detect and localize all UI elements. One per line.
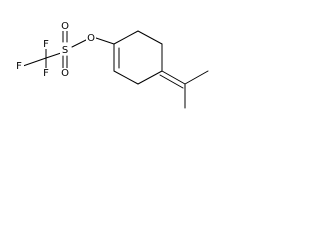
label-bg-f-left [14, 61, 24, 71]
bond-c7-me-up [184, 70, 209, 85]
bond-c4-c5 [137, 70, 163, 85]
label-bg-f-top [41, 39, 51, 49]
bond-c5-c6 [113, 70, 139, 85]
bond-o-c1 [95, 37, 115, 45]
fluorine-bottom-label: F [43, 68, 49, 79]
bond-c4-c7-a [161, 70, 186, 85]
label-bg-o-top [60, 21, 70, 31]
bond-c1-c2 [113, 30, 139, 45]
oxygen-top-label: O [61, 21, 69, 32]
bond-c2-c3 [137, 30, 163, 45]
oxygen-ester-label: O [87, 33, 95, 44]
bond-c-f-left [22, 57, 47, 67]
bond-s-o-ester [71, 39, 87, 48]
fluorine-left-label: F [16, 61, 22, 72]
bond-c4-c7-b [159, 74, 184, 89]
bonds [22, 29, 209, 109]
oxygen-bottom-label: O [61, 68, 69, 79]
atom-labels: F F F S O O O [14, 21, 96, 79]
label-bg-s [60, 44, 70, 55]
molecule-diagram: F F F S O O O [14, 21, 209, 109]
label-bg-o-ester [86, 32, 96, 43]
label-bg-o-bottom [60, 68, 70, 78]
sulfur-label: S [62, 45, 68, 56]
label-bg-f-bottom [41, 68, 51, 78]
fluorine-top-label: F [43, 39, 49, 50]
